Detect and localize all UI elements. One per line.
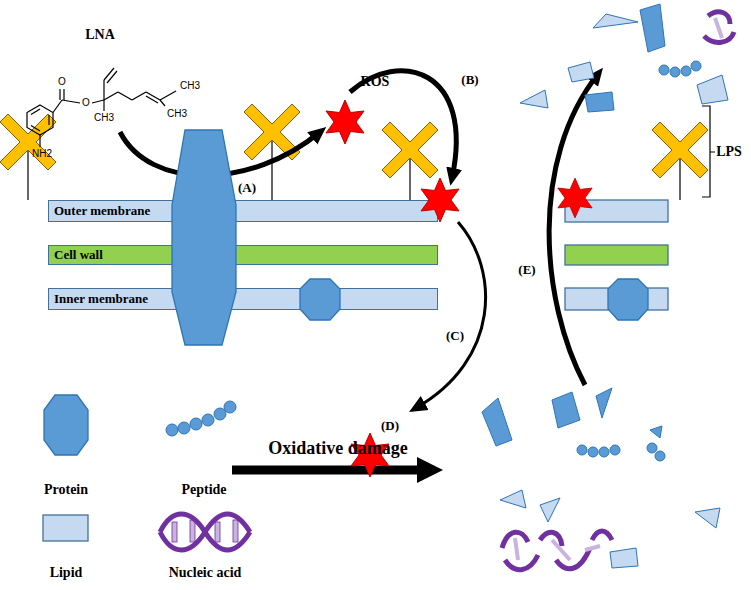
protein-shape [300, 279, 340, 320]
step-label: (A) [238, 181, 256, 196]
nucleic-acid-sample [160, 514, 250, 550]
membrane-band: Outer membrane [48, 200, 438, 222]
band-label: Outer membrane [49, 201, 437, 220]
atom-label: O [82, 97, 90, 109]
damaged-fragments [520, 4, 728, 112]
step-label: (C) [446, 329, 464, 344]
nucleic-fragment [502, 531, 612, 570]
protein-shape [172, 130, 236, 345]
atom-label: CH3 [167, 108, 187, 120]
atom-label: O [58, 76, 66, 88]
lps-symbol [28, 132, 680, 200]
legend-label: Protein [44, 482, 88, 498]
process-label: Oxidative damage [268, 438, 408, 459]
step-label: (D) [381, 419, 399, 434]
nucleic-fragment [704, 12, 734, 43]
peptide-sample [166, 401, 236, 436]
step-label: (E) [518, 263, 535, 278]
atom-label: CH3 [94, 112, 114, 124]
process-arrow [120, 71, 598, 470]
lps-bracket [702, 106, 715, 197]
lipid-sample [43, 515, 88, 541]
band-label: Inner membrane [49, 289, 437, 308]
band-label: Cell wall [49, 246, 437, 263]
atom-label: CH3 [180, 80, 200, 92]
species-name: ROS [361, 74, 390, 90]
membrane-band: Inner membrane [48, 288, 438, 310]
legend-label: Peptide [181, 482, 226, 498]
ros-star [558, 178, 592, 218]
protein-shape [608, 279, 648, 320]
lps-symbol [382, 122, 438, 178]
compound-name: LNA [85, 27, 115, 43]
atom-label: NH2 [32, 148, 52, 160]
lps-symbol [0, 114, 56, 170]
damaged-fragments [482, 388, 720, 568]
ros-star [326, 100, 364, 144]
protein-sample [44, 395, 88, 455]
ros-star [351, 433, 389, 477]
ros-star [421, 178, 459, 222]
molecule-structure [27, 68, 176, 147]
step-label: (B) [461, 73, 478, 88]
structure-label: LPS [716, 144, 742, 160]
legend-label: Lipid [50, 565, 83, 581]
legend-label: Nucleic acid [169, 565, 242, 581]
lps-symbol [652, 122, 708, 178]
membrane-band: Cell wall [48, 245, 438, 265]
